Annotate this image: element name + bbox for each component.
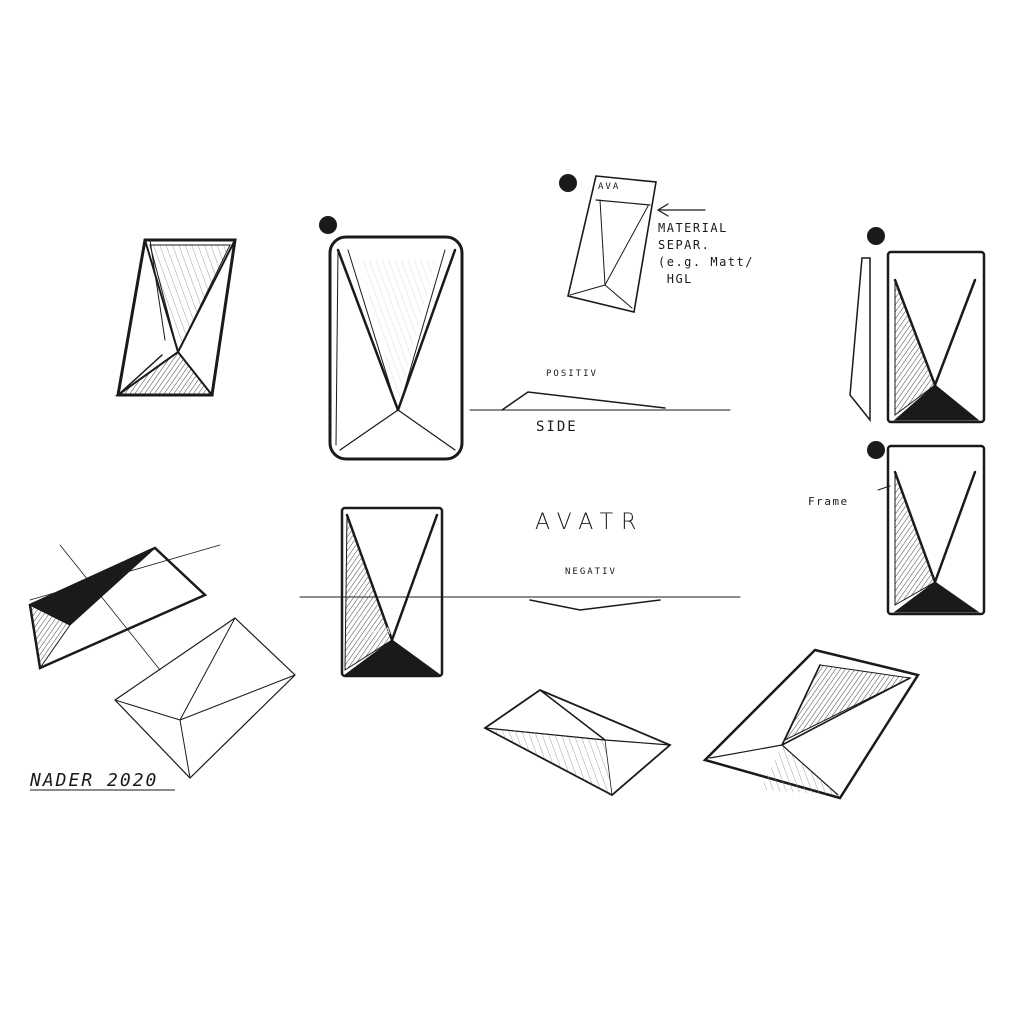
sketch-front-framed: [867, 441, 986, 616]
sketch-perspective-bottom-left: [28, 544, 296, 779]
marker-dot: [559, 174, 577, 192]
marker-dot: [867, 227, 885, 245]
marker-dot: [867, 441, 885, 459]
sketch-front-center: [340, 506, 444, 678]
sketch-perspective-small: [559, 174, 706, 313]
positiv-label: POSITIV: [546, 369, 598, 379]
logo-mark-top: AVA: [598, 182, 621, 192]
frame-label: Frame: [808, 495, 849, 508]
material-note: MATERIAL SEPAR. (e.g. Matt/ HGL: [658, 221, 754, 286]
sketch-side-and-front-top: [849, 227, 986, 424]
brand-wordmark: AVATR: [535, 510, 645, 535]
sketch-perspective-bottom-center: [483, 688, 672, 797]
negativ-label: NEGATIV: [565, 567, 617, 577]
logo-mark-center: AVA: [370, 627, 393, 637]
side-profile-positiv: [469, 391, 731, 411]
sketch-prism-tilted: [114, 238, 237, 397]
marker-dot: [319, 216, 337, 234]
signature: NADER 2020: [30, 770, 159, 791]
side-label: SIDE: [536, 419, 578, 435]
sketch-perspective-bottom-right: [702, 648, 920, 800]
sketch-front-large: [319, 216, 464, 461]
